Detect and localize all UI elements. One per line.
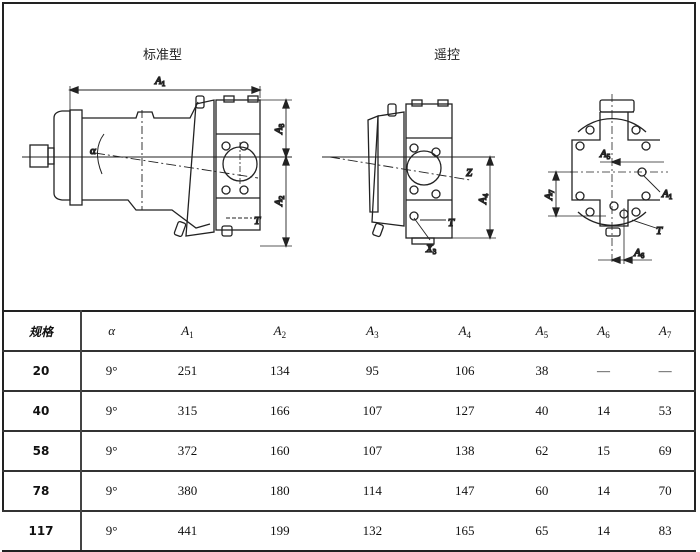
header-a4: A4 [418,310,512,351]
standard-view: α T A1 A3 A2 [22,74,292,248]
cell: 15 [572,430,635,471]
cell: 251 [141,350,234,391]
cell: 107 [326,430,419,471]
table-row: 58 9° 372 160 107 138 62 15 69 [2,430,696,471]
cell: 14 [572,470,635,511]
cell: 60 [511,470,573,511]
standard-view-title: 标准型 [143,48,183,63]
port-t-label: T [254,215,261,227]
flange [69,109,83,206]
dim-a3-label: A3 [273,123,286,135]
table-row: 40 9° 315 166 107 127 40 14 53 [2,390,696,431]
cell: 9° [81,510,142,552]
cell: 107 [326,390,419,431]
remote-view: Z T X3 A4 [322,99,496,257]
cell: 165 [418,510,512,552]
housing-stub [367,115,379,213]
cell: 69 [634,430,696,471]
cell: 180 [233,470,327,511]
housing-top [82,101,199,119]
end-a1-label: A1 [661,188,673,201]
cell: 38 [511,350,573,391]
cell: 40 [511,390,573,431]
cell: 166 [233,390,327,431]
shaft-nut [29,144,49,168]
cell: 127 [418,390,512,431]
cell: 106 [418,350,512,391]
cell: 138 [418,430,512,471]
header-a1: A1 [141,310,234,351]
valve-block [215,99,261,231]
valve-outline [571,112,660,227]
header-a5: A5 [511,310,573,351]
cell: 9° [81,350,142,391]
header-alpha: α [81,310,142,351]
cell: 380 [141,470,234,511]
table-row: 117 9° 441 199 132 165 65 14 83 [2,510,696,552]
cell: 372 [141,430,234,471]
header-a3: A3 [326,310,419,351]
cell: 134 [233,350,327,391]
remote-view-title: 遥控 [434,48,461,63]
dim-a7-label: A7 [543,189,556,201]
header-spec: 规格 [2,310,82,351]
x3-port [409,211,419,221]
cell: 14 [572,390,635,431]
port-plate [185,99,215,237]
bearing-cap [53,110,71,201]
header-a7: A7 [634,310,696,351]
table-row: 78 9° 380 180 114 147 60 14 70 [2,470,696,511]
table-header-row: 规格 α A1 A2 A3 A4 A5 A6 A7 [2,310,696,351]
cell: 114 [326,470,419,511]
technical-drawing: α T A1 A3 A2 [4,4,694,310]
cell: 20 [2,350,82,391]
cell: 9° [81,430,142,471]
end-t-label: T [656,225,663,237]
cell: 160 [233,430,327,471]
cell: — [634,350,696,391]
cell: 70 [634,470,696,511]
dim-a1-label: A1 [154,75,166,88]
cell: 58 [2,430,82,471]
cell: 14 [572,510,635,552]
cell: 62 [511,430,573,471]
alpha-label: α [90,145,96,157]
x3-label: X3 [425,243,437,256]
cell: 147 [418,470,512,511]
end-view: A5 A1 T A7 A6 [542,94,673,264]
port-t-label: T [448,217,455,229]
cell: 83 [634,510,696,552]
header-a2: A2 [233,310,327,351]
valve-block [405,103,453,239]
z-label: Z [466,167,473,179]
port-circle [406,150,442,186]
cell: 9° [81,390,142,431]
cell: 78 [2,470,82,511]
housing-bottom [82,199,211,229]
dim-a6-label: A6 [633,247,645,260]
cell: 441 [141,510,234,552]
dimension-table: 规格 α A1 A2 A3 A4 A5 A6 A7 20 9° 251 134 … [2,310,696,552]
cell: 9° [81,470,142,511]
cell: 315 [141,390,234,431]
cell: 199 [233,510,327,552]
cell: — [572,350,635,391]
cell: 117 [2,510,82,552]
cell: 132 [326,510,419,552]
cell: 95 [326,350,419,391]
cell: 65 [511,510,573,552]
cell: 53 [634,390,696,431]
dim-a5-label: A5 [599,148,611,161]
dim-a4-label: A4 [477,193,490,205]
table-row: 20 9° 251 134 95 106 38 — — [2,350,696,391]
header-a6: A6 [572,310,635,351]
dim-a2-label: A2 [273,195,286,207]
cell: 40 [2,390,82,431]
